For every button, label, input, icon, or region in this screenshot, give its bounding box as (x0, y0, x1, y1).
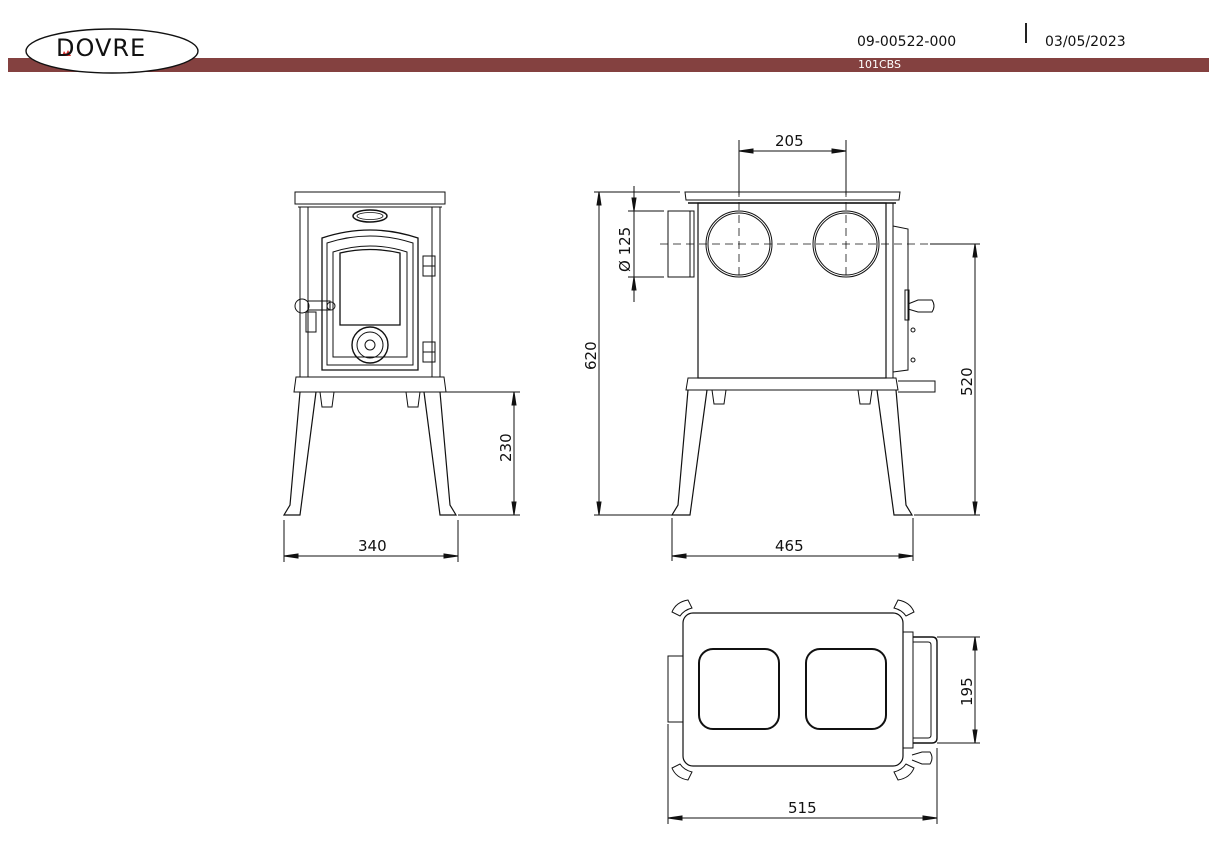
top-depth-dim: 515 (788, 799, 817, 817)
outlet-spacing-dim: 205 (775, 132, 804, 150)
front-view (282, 191, 520, 562)
flame-icon (62, 50, 71, 56)
side-depth-dim: 465 (775, 537, 804, 555)
handle-width-dim: 195 (958, 677, 976, 706)
header-bar (8, 58, 1209, 72)
dovre-logo (25, 28, 199, 74)
top-view (667, 599, 980, 824)
front-leg-height-dim: 230 (497, 433, 515, 462)
outlet-diameter-dim: Ø 125 (616, 227, 634, 272)
header-separator (1025, 23, 1027, 43)
document-number: 09-00522-000 (857, 34, 957, 50)
total-height-dim: 620 (582, 341, 600, 370)
model-name: 101CBS (858, 58, 902, 71)
door-handle-knob (294, 298, 310, 314)
front-width-dim: 340 (358, 537, 387, 555)
document-date: 03/05/2023 (1045, 34, 1126, 50)
brand-name: DOVRE (56, 34, 147, 62)
outlet-center-height-dim: 520 (958, 367, 976, 396)
side-view (594, 140, 980, 561)
